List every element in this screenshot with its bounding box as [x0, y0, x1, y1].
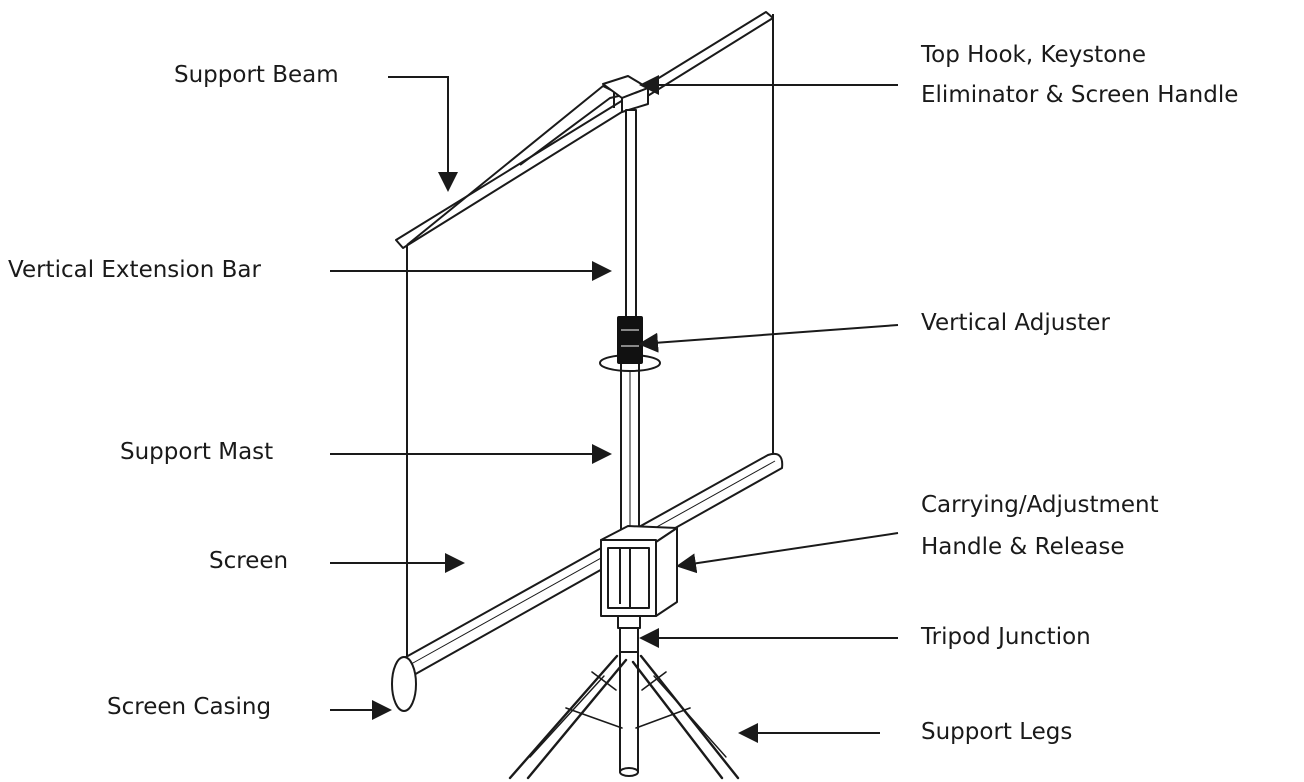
tripod-junction-shaft [619, 627, 639, 653]
carrying-handle-leader [676, 532, 899, 574]
label-screen-casing: Screen Casing [107, 694, 272, 720]
label-carrying-line1: Carrying/Adjustment [921, 492, 1159, 518]
tripod-column [619, 651, 639, 773]
carrying-handle-opening [607, 547, 650, 609]
label-support-mast: Support Mast [120, 439, 274, 465]
support-beam-leader [388, 76, 458, 192]
label-screen: Screen [209, 548, 289, 574]
label-vertical-extension-bar: Vertical Extension Bar [8, 257, 261, 283]
label-top-hook-line2: Eliminator & Screen Handle [921, 82, 1239, 108]
label-support-beam: Support Beam [174, 62, 339, 88]
support-leg-right [631, 654, 740, 780]
label-carrying-line2: Handle & Release [921, 534, 1125, 560]
support-beam [395, 11, 774, 249]
screen-casing-highlight [403, 460, 776, 669]
vertical-adjuster [599, 316, 661, 372]
support-leg-braces [565, 671, 691, 729]
label-support-legs: Support Legs [921, 719, 1073, 745]
screen-casing-end [391, 656, 417, 712]
vertical-extension-bar [625, 109, 637, 321]
vertical-adjuster-leader [638, 324, 899, 353]
tripod-column-foot [619, 767, 639, 777]
carrying-handle-front [600, 539, 657, 617]
label-top-hook-line1: Top Hook, Keystone [921, 42, 1147, 68]
label-vertical-adjuster: Vertical Adjuster [921, 310, 1110, 336]
label-tripod-junction: Tripod Junction [921, 624, 1091, 650]
support-leg-left [508, 654, 628, 780]
carrying-handle-side [655, 527, 678, 617]
tripod-junction-collar [617, 615, 641, 629]
